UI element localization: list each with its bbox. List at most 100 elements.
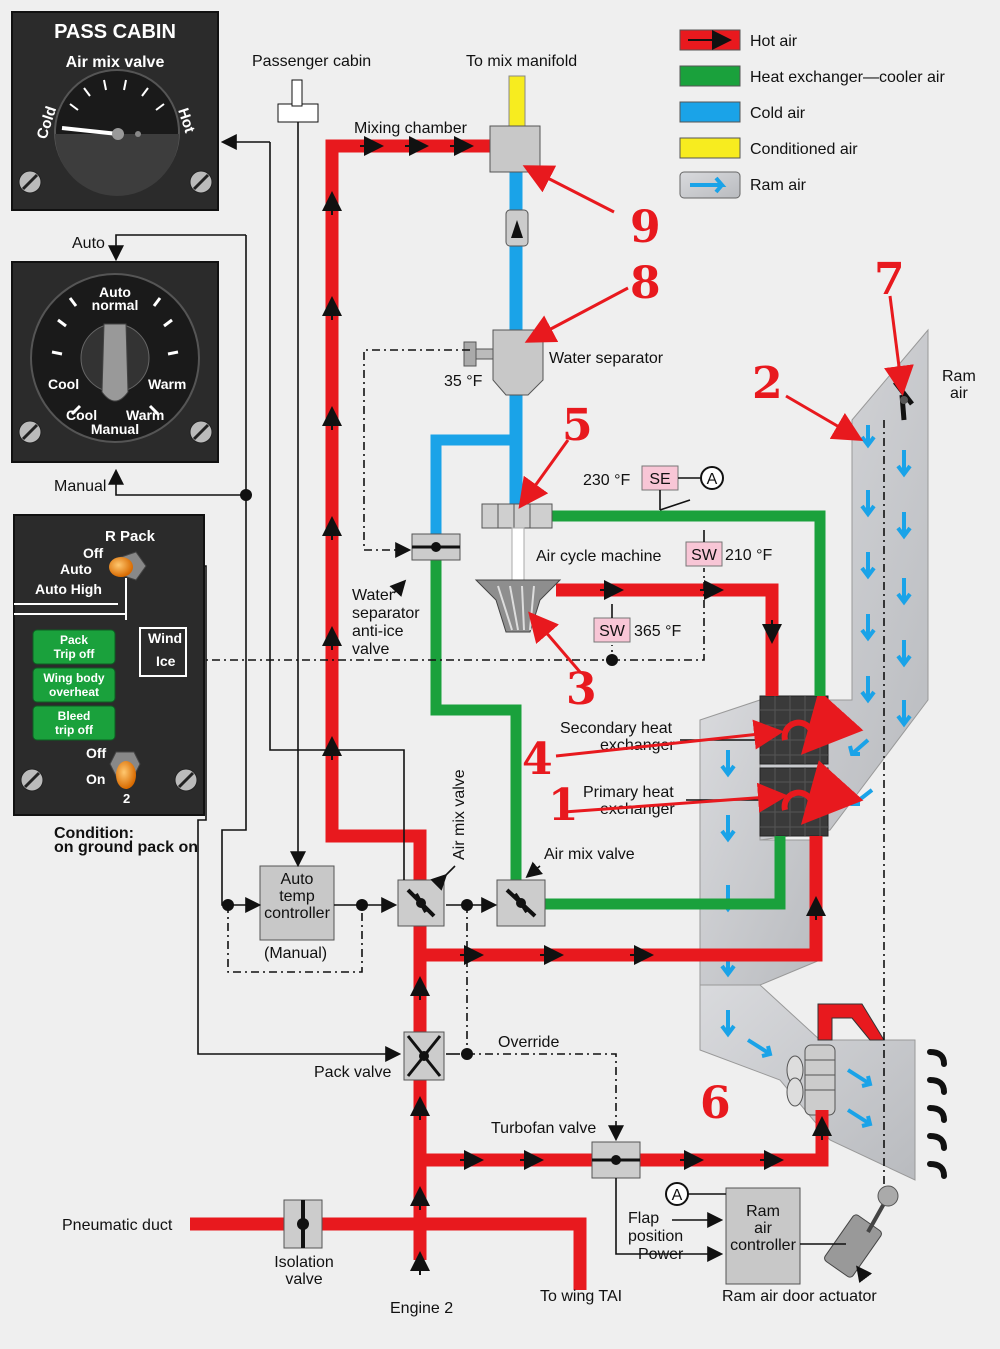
ram-air-label-2: air [950, 385, 968, 402]
r-pack-switch[interactable] [109, 557, 133, 577]
callout-3: 3 [566, 664, 597, 715]
hot-label: Hot [174, 106, 198, 135]
mixing-chamber [489, 125, 541, 173]
air-mix-needle [61, 126, 119, 136]
wing-body-overheat-light: Wing body overheat [32, 667, 116, 703]
panel-screw [18, 420, 42, 444]
secondary-hx-label-1: Secondary heat [560, 720, 673, 737]
to-mix-manifold-label: To mix manifold [466, 53, 577, 70]
air-cycle-machine [474, 503, 562, 633]
legend-heat-exchanger: Heat exchanger—cooler air [679, 65, 945, 87]
ram-air-door-label: Ram air door actuator [722, 1288, 877, 1305]
pass-cabin-title: PASS CABIN [54, 21, 176, 43]
warm-manual-label: Warm [126, 407, 164, 423]
engine-2-label: Engine 2 [390, 1300, 453, 1317]
r-pack-title: R Pack [105, 528, 156, 545]
two-label: 2 [123, 791, 130, 806]
panel-screw [18, 170, 42, 194]
auto-temp-label-3: controller [264, 905, 330, 922]
to-wing-tai-label: To wing TAI [540, 1288, 622, 1305]
temp-365-label: 365 °F [634, 623, 682, 640]
a-label: A [672, 1187, 683, 1204]
panel-screw [174, 768, 198, 792]
air-mix-valve-cool [496, 879, 546, 927]
light-line-2: Trip off [54, 647, 96, 661]
manual-label: Manual [54, 478, 106, 495]
auto-normal-label-2: normal [92, 297, 139, 313]
bleed-trip-off-light: Bleed trip off [32, 705, 116, 741]
ram-ctrl-label-2: air [754, 1220, 772, 1237]
heat-exchanger-cooler-air-pipes [430, 510, 826, 910]
callouts: 1 2 3 4 5 6 7 8 9 [518, 165, 914, 1129]
wsav-label-4: valve [352, 641, 389, 658]
engine-2-pack-switch[interactable] [116, 761, 136, 789]
check-valve [505, 209, 529, 247]
control-lines [108, 122, 885, 1284]
passenger-cabin-sensor [277, 79, 319, 123]
temp-210-label: 210 °F [725, 547, 773, 564]
auto-temp-label-2: temp [279, 888, 315, 905]
air-cycle-machine-label: Air cycle machine [536, 548, 661, 565]
condition-label-2: on ground pack on [54, 839, 198, 856]
legend-label: Hot air [750, 33, 798, 50]
legend-ram-air: Ram air [679, 171, 807, 199]
cold-air-pipes [430, 75, 526, 540]
connector-a-bottom: A [665, 1182, 689, 1206]
temp-35-label: 35 °F [444, 373, 483, 390]
temp-230-label: 230 °F [583, 472, 631, 489]
light-line-1: Wing body [43, 671, 105, 685]
temperature-selector-knob[interactable] [101, 323, 129, 402]
sensor-se: SE [641, 465, 679, 491]
wind-label: Wind [148, 630, 182, 646]
override-label: Override [498, 1034, 559, 1051]
legend-hot-air: Hot air [679, 29, 798, 51]
isolation-valve-label-2: valve [285, 1271, 322, 1288]
legend-label: Heat exchanger—cooler air [750, 69, 945, 86]
panel-screw [189, 170, 213, 194]
primary-hx-label-1: Primary heat [583, 784, 674, 801]
on-label: On [86, 771, 105, 787]
ram-air-exit-louvers [927, 1049, 947, 1179]
off-label: Off [83, 545, 104, 561]
ram-air-flow-arrows [720, 425, 912, 1128]
isolation-valve-label-1: Isolation [274, 1254, 334, 1271]
warm-label: Warm [148, 376, 186, 392]
auto-label-pack: Auto [60, 561, 92, 577]
callout-7: 7 [874, 254, 905, 305]
pack-valve [403, 1031, 445, 1081]
legend-cold-air: Cold air [679, 101, 806, 123]
ram-air-label-1: Ram [942, 368, 976, 385]
turbofan-valve [591, 1141, 641, 1179]
panel-screw [189, 420, 213, 444]
wsav-label-2: separator [352, 605, 420, 622]
callout-9: 9 [630, 202, 661, 253]
diagram-labels: Passenger cabin To mix manifold Mixing c… [62, 53, 976, 1317]
legend-conditioned-air: Conditioned air [679, 137, 858, 159]
sw-label: SW [599, 623, 626, 640]
turbofan-valve-label: Turbofan valve [491, 1120, 596, 1137]
ram-air-duct [699, 328, 947, 1181]
r-pack-panel: R Pack Off Auto Auto High Pack Trip off … [13, 514, 205, 816]
air-mix-valve-hot [397, 879, 445, 927]
panel-screw [20, 768, 44, 792]
condition-label-1: Condition: [54, 825, 134, 842]
switch-sw-365: SW [593, 617, 631, 643]
mixing-chamber-label: Mixing chamber [354, 120, 468, 137]
wsav-label-3: anti-ice [352, 623, 404, 640]
temperature-selector-panel: Auto normal Cool Warm Cool Warm Manual [11, 261, 219, 463]
light-line-1: Pack [60, 633, 88, 647]
callout-4: 4 [522, 734, 553, 785]
air-mix-valve-subtitle: Air mix valve [66, 54, 165, 71]
hot-air-pipes [190, 136, 885, 1290]
ram-air-controller: Ram air controller [725, 1187, 801, 1285]
manual-inner-label: Manual [91, 421, 139, 437]
cool-label: Cool [48, 376, 79, 392]
flap-label-2: position [628, 1228, 683, 1245]
pneumatic-duct-label: Pneumatic duct [62, 1217, 173, 1234]
legend-label: Ram air [750, 177, 807, 194]
ram-air-fan [786, 1044, 836, 1116]
auto-label: Auto [72, 235, 105, 252]
auto-temp-controller: Auto temp controller [259, 865, 335, 941]
